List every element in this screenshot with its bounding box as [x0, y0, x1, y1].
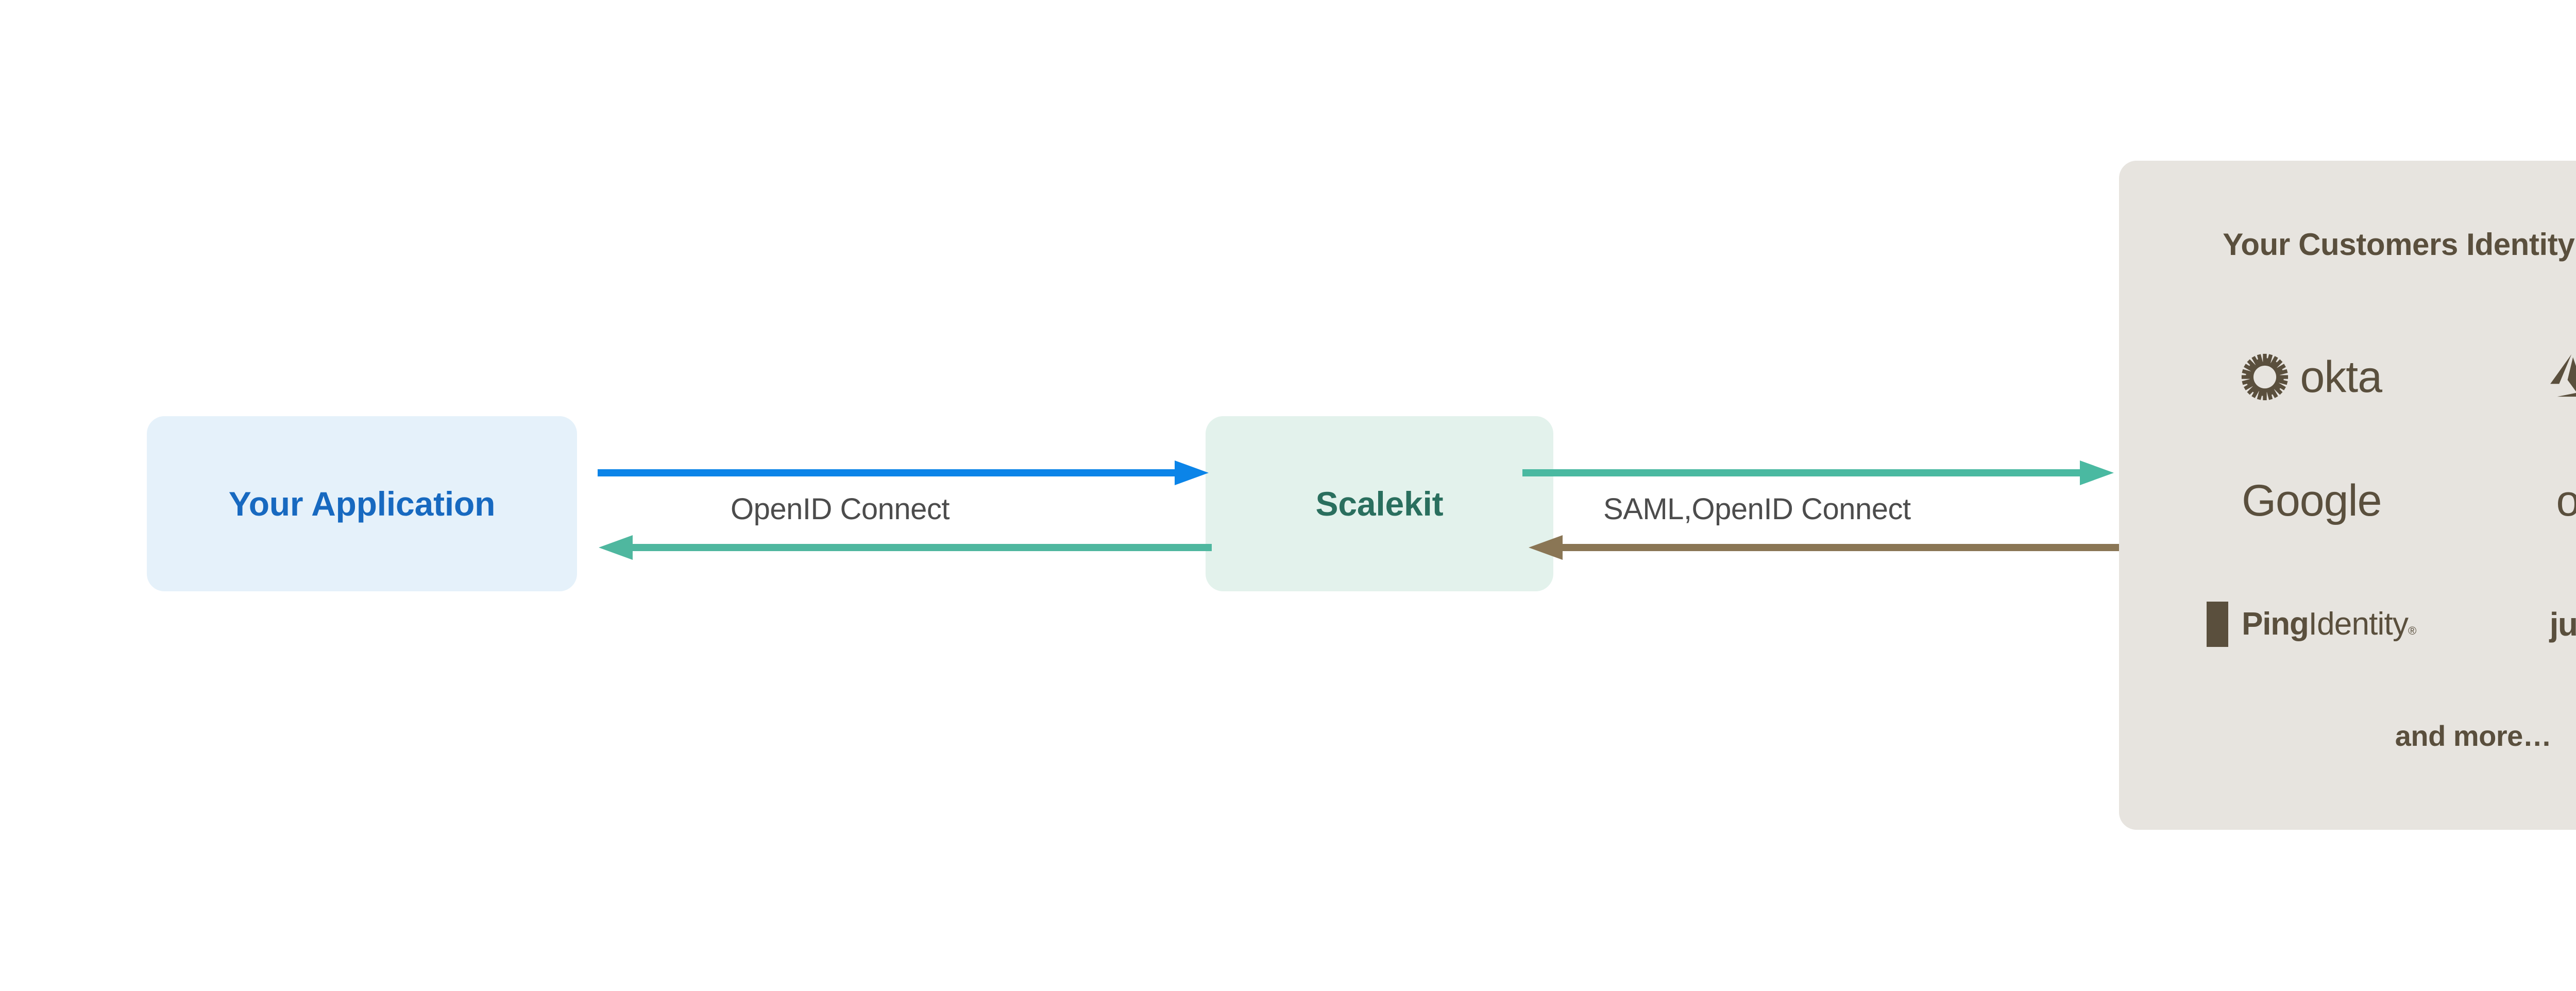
arrow-scalekit-to-idp-request — [1522, 460, 2114, 485]
pingidentity-wordmark: Ping Identity ® — [2242, 608, 2416, 640]
google-wordmark: Google — [2242, 476, 2382, 525]
identity-providers-title: Your Customers Identity Providers — [2223, 227, 2576, 262]
okta-wordmark: okta — [2300, 352, 2382, 402]
node-your-application[interactable]: Your Application — [147, 416, 577, 591]
provider-okta[interactable]: okta — [2241, 353, 2382, 401]
azure-a-icon — [2549, 353, 2576, 401]
ping-square-icon — [2207, 602, 2229, 647]
identity-providers-panel: Your Customers Identity Providers — [2119, 161, 2576, 830]
node-scalekit-label: Scalekit — [1315, 485, 1444, 523]
provider-onelogin[interactable]: onelogin — [2556, 479, 2576, 522]
node-scalekit[interactable]: Scalekit — [1206, 416, 1553, 591]
jumpcloud-wordmark-text: jumpcloud — [2549, 606, 2576, 643]
arrow-app-to-scalekit-request — [598, 460, 1209, 485]
connector-scalekit-to-idp-label: SAML,OpenID Connect — [1603, 492, 1911, 526]
node-your-application-label: Your Application — [228, 485, 496, 523]
provider-jumpcloud[interactable]: jumpcloud ™ — [2550, 608, 2576, 641]
arrow-scalekit-to-app-response — [599, 535, 1212, 560]
okta-sunburst-icon — [2241, 353, 2289, 401]
arrow-idp-to-scalekit-response — [1529, 535, 2119, 560]
provider-google[interactable]: Google — [2242, 476, 2382, 525]
pingidentity-wordmark-bold: Ping — [2242, 606, 2309, 642]
pingidentity-wordmark-light: Identity — [2308, 606, 2409, 642]
connector-app-to-scalekit: OpenID Connect — [592, 453, 1216, 572]
onelogin-wordmark: onelogin — [2556, 476, 2576, 525]
pingidentity-registered-mark: ® — [2408, 624, 2417, 637]
jumpcloud-wordmark: jumpcloud ™ — [2550, 608, 2576, 641]
provider-azure[interactable]: Azure — [2549, 353, 2576, 401]
connector-scalekit-to-idp: SAML,OpenID Connect — [1522, 453, 2120, 572]
identity-providers-grid: okta Azure Google — [2150, 315, 2576, 686]
connector-app-to-scalekit-label: OpenID Connect — [731, 492, 950, 526]
identity-providers-footer: and more… — [2395, 720, 2552, 752]
provider-pingidentity[interactable]: Ping Identity ® — [2207, 602, 2416, 647]
